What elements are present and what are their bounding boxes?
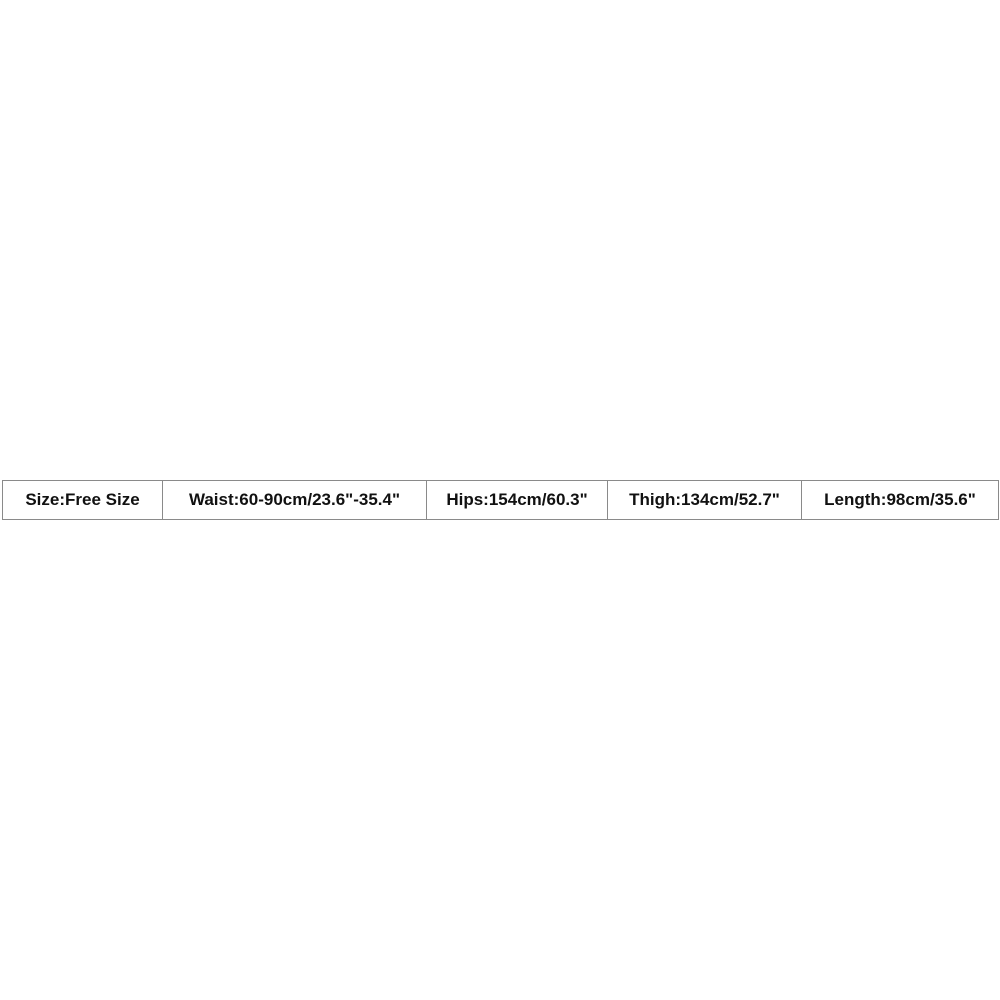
size-cell: Size:Free Size [2,480,163,520]
length-cell: Length:98cm/35.6" [801,480,999,520]
size-chart-row: Size:Free Size Waist:60-90cm/23.6"-35.4"… [2,480,999,520]
hips-cell: Hips:154cm/60.3" [426,480,608,520]
size-chart-table: Size:Free Size Waist:60-90cm/23.6"-35.4"… [2,480,999,520]
thigh-cell: Thigh:134cm/52.7" [607,480,802,520]
waist-cell: Waist:60-90cm/23.6"-35.4" [162,480,427,520]
